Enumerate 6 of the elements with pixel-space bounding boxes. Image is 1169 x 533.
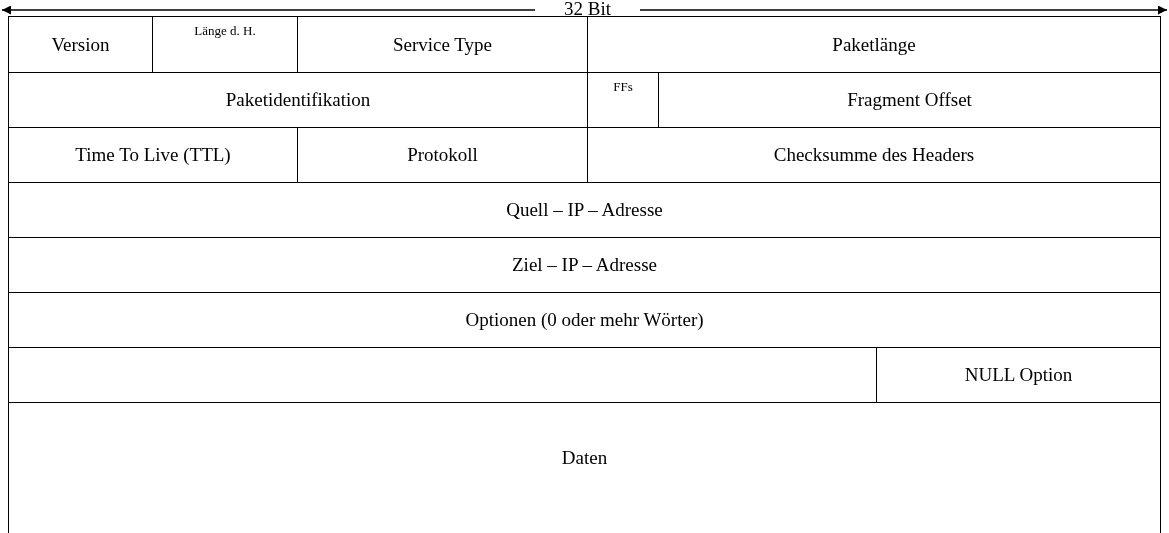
header-field: Quell – IP – Adresse bbox=[8, 182, 1161, 238]
header-field: Ziel – IP – Adresse bbox=[8, 237, 1161, 293]
header-field: Version bbox=[8, 16, 153, 73]
header-field: Daten bbox=[8, 402, 1161, 533]
header-field: Paketlänge bbox=[587, 16, 1161, 73]
header-field: Optionen (0 oder mehr Wörter) bbox=[8, 292, 1161, 348]
